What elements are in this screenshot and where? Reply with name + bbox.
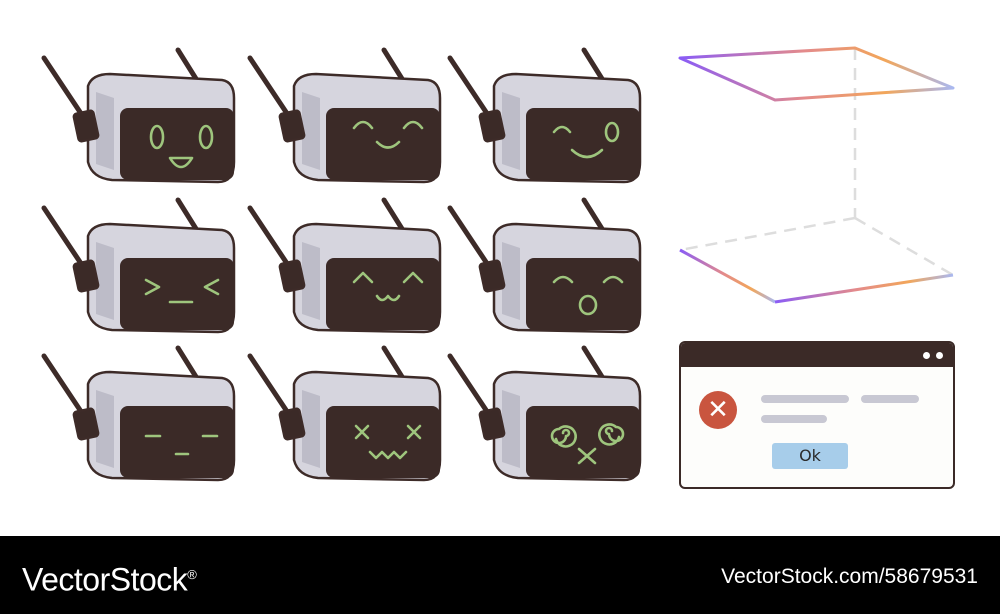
registered-mark: ® xyxy=(187,567,197,582)
robot-face-knocked-out xyxy=(354,424,422,460)
robot-squinting xyxy=(41,197,236,334)
dialog-titlebar xyxy=(681,343,953,367)
robot-face-squinting xyxy=(144,278,220,304)
message-placeholder-line xyxy=(861,395,919,403)
robot-cat-smile xyxy=(247,197,442,334)
robot-face-cat-smile xyxy=(352,271,424,302)
robot-neutral xyxy=(41,345,236,482)
illustration-canvas xyxy=(41,46,955,482)
robot-faces-grid xyxy=(41,47,642,482)
brand-logo[interactable]: VectorStock® xyxy=(22,557,197,598)
robot-face-winking xyxy=(552,121,620,159)
robot-surprised xyxy=(41,47,236,184)
window-control-dot[interactable] xyxy=(923,352,930,359)
ok-button[interactable]: Ok xyxy=(772,443,848,469)
watermark-footer: VectorStock® VectorStock.com/58679531 xyxy=(0,536,1000,614)
robot-knocked-out xyxy=(247,345,442,482)
robot-face-surprised xyxy=(149,124,214,169)
message-placeholder-line xyxy=(761,415,827,423)
robot-laughing xyxy=(447,197,642,334)
error-dialog: ✕ Ok xyxy=(679,341,955,489)
image-reference: VectorStock.com/58679531 xyxy=(721,565,978,588)
wireframe-cube-icon xyxy=(678,46,955,304)
window-control-dot[interactable] xyxy=(936,352,943,359)
message-placeholder-line xyxy=(761,395,849,403)
robot-face-neutral xyxy=(144,434,219,456)
error-icon: ✕ xyxy=(699,391,737,429)
robot-content xyxy=(247,47,442,184)
robot-face-content xyxy=(352,120,424,149)
robot-face-laughing xyxy=(552,275,624,316)
robot-face-dizzy xyxy=(550,423,625,465)
robot-winking xyxy=(447,47,642,184)
brand-name: VectorStock xyxy=(22,561,188,598)
robot-dizzy xyxy=(447,345,642,482)
